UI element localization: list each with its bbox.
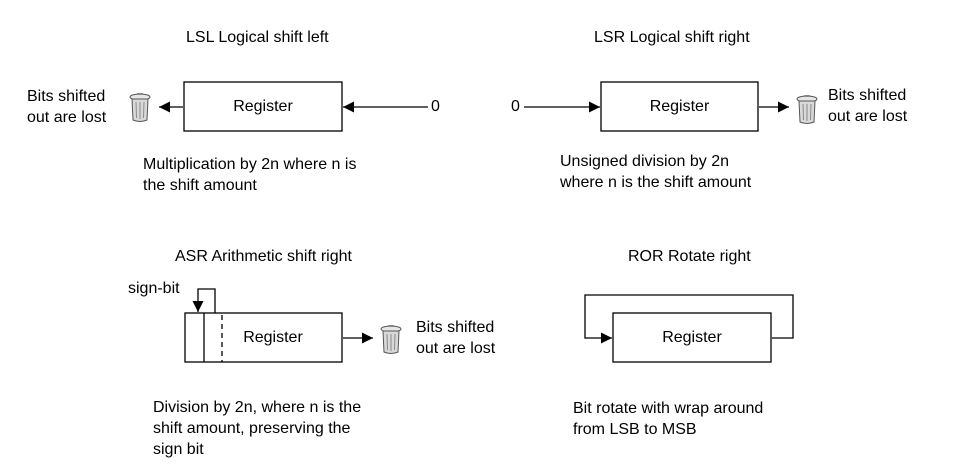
asr-register-box	[184, 312, 343, 363]
lsl-graphic	[129, 81, 428, 132]
asr-lost-line2: out are lost	[416, 340, 496, 357]
asr-trash-bin-icon	[380, 324, 402, 354]
asr-desc-line2: shift amount, preserving the	[153, 420, 351, 437]
ror-desc-line2: from LSB to MSB	[573, 421, 697, 438]
lsr-desc-line1: Unsigned division by 2n	[560, 153, 729, 170]
lsr-trash-bin-icon	[796, 94, 818, 124]
asr-desc-line3: sign bit	[153, 441, 204, 458]
asr-graphic	[184, 288, 402, 363]
lsl-title: LSL Logical shift left	[186, 29, 329, 46]
asr-title: ASR Arithmetic shift right	[175, 248, 352, 265]
lsl-trash-bin-icon	[129, 92, 151, 122]
lsr-desc-line2: where n is the shift amount	[560, 174, 752, 191]
lsr-lost-line1: Bits shifted	[828, 87, 907, 104]
ror-graphic	[584, 294, 794, 363]
lsl-register-box	[183, 81, 343, 132]
lsr-input-zero: 0	[511, 98, 520, 115]
asr-sign-bit-label: sign-bit	[128, 280, 180, 297]
ror-title: ROR Rotate right	[628, 248, 751, 265]
asr-sign-bit-loop	[192, 288, 216, 313]
asr-register-label: Register	[243, 329, 303, 346]
lsr-register-label: Register	[649, 98, 710, 115]
asr-lost-line1: Bits shifted	[416, 319, 495, 336]
lsr-lost-line2: out are lost	[828, 108, 908, 125]
lsl-lost-line2: out are lost	[27, 109, 107, 126]
ror-register-label: Register	[662, 329, 722, 346]
ror-wrap-arrow	[584, 294, 794, 344]
lsl-desc-line2: the shift amount	[143, 177, 257, 194]
lsl-lost-line1: Bits shifted	[27, 88, 106, 105]
lsl-desc-line1: Multiplication by 2n where n is	[143, 156, 357, 173]
lsr-title: LSR Logical shift right	[594, 29, 750, 46]
lsl-input-zero: 0	[431, 98, 440, 115]
lsr-register-box	[600, 81, 759, 132]
ror-register-box	[612, 312, 772, 363]
lsl-register-label: Register	[233, 98, 293, 115]
asr-desc-line1: Division by 2n, where n is the	[153, 399, 362, 416]
ror-desc-line1: Bit rotate with wrap around	[573, 400, 764, 417]
lsr-graphic	[524, 81, 818, 132]
